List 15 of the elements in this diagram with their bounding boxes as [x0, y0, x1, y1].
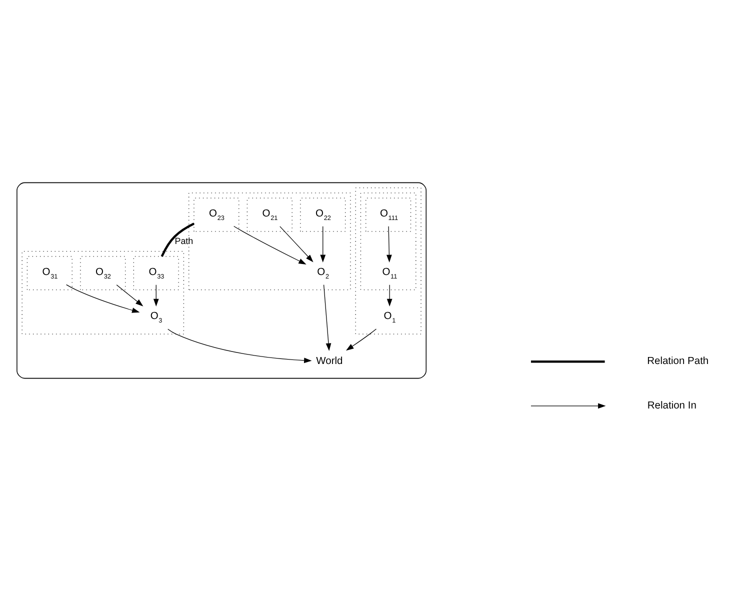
node-text: O$_{21}$ [262, 208, 278, 222]
node-text: O$_{33}$ [148, 266, 164, 280]
legend-label: Relation Path [646, 356, 708, 367]
node-text: O$_{1}$ [383, 310, 396, 324]
legend-label: Relation In [646, 400, 696, 411]
node-text: O$_{3}$ [150, 310, 162, 324]
node-text: O$_{23}$ [208, 208, 224, 222]
node-text: O$_{22}$ [315, 208, 330, 222]
node-text: O$_{111}$ [379, 208, 398, 222]
node-text: World [316, 356, 342, 367]
node-text: O$_{31}$ [42, 266, 58, 280]
node-text: O$_{2}$ [316, 266, 329, 280]
node-text: O$_{32}$ [95, 266, 110, 280]
node-text: O$_{11}$ [382, 266, 397, 280]
edge-label: Path [174, 235, 193, 246]
